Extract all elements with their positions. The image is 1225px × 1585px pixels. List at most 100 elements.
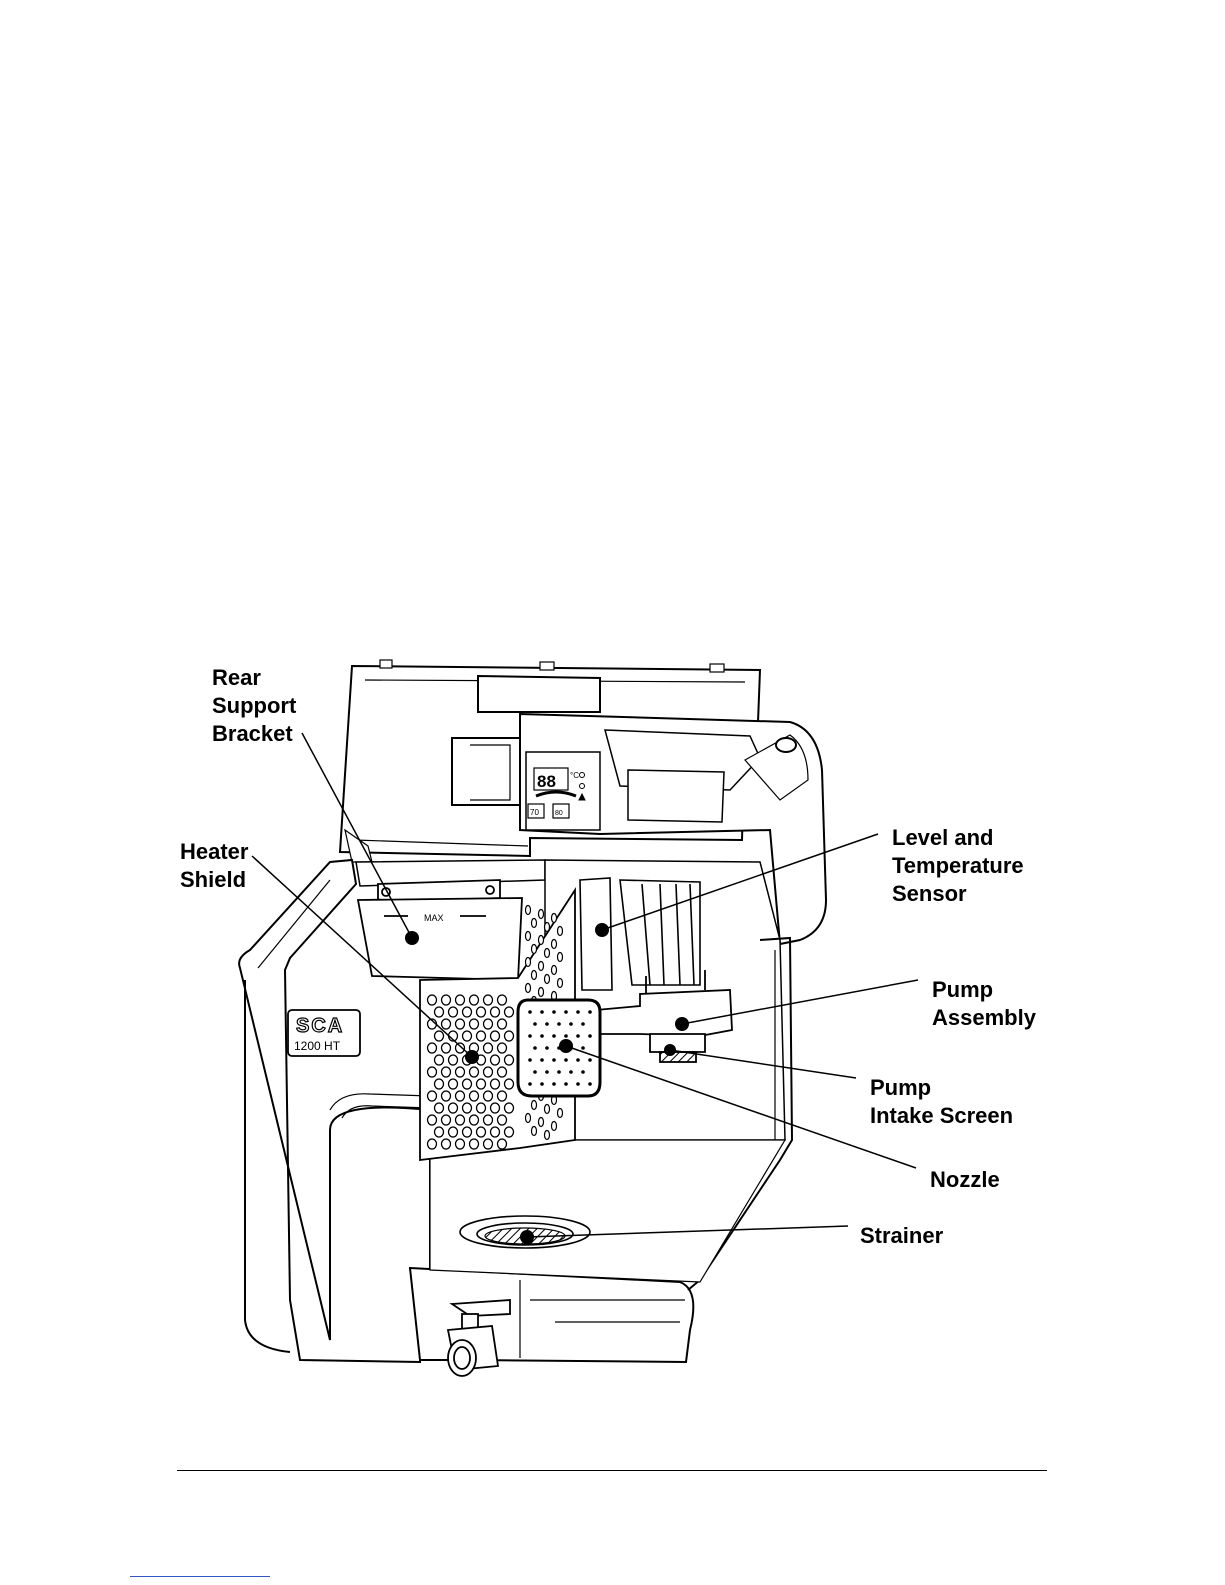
nozzle-hole [564,1082,568,1086]
nozzle-hole [540,1010,544,1014]
perforation-hole [428,1043,437,1053]
dot-pump-assembly [675,1017,689,1031]
dot-rear-support-bracket [405,931,419,945]
nozzle-hole [545,1070,549,1074]
perforation-hole [470,1115,479,1125]
nozzle-hole [576,1034,580,1038]
perforation-hole [526,1114,531,1123]
perforation-hole [545,949,550,958]
perforation-hole [505,1103,514,1113]
nozzle-hole [581,1022,585,1026]
perforation-hole [552,966,557,975]
perforation-hole [558,927,563,936]
perforation-hole [558,979,563,988]
label-pump-assembly: Pump Assembly [932,976,1036,1032]
perforation-hole [505,1079,514,1089]
nozzle-hole [545,1046,549,1050]
perforation-hole [435,1031,444,1041]
perforation-hole [484,995,493,1005]
nozzle-hole [528,1082,532,1086]
footer-link-underline [130,1576,270,1577]
perforation-hole [456,1091,465,1101]
perforation-hole [428,1091,437,1101]
dot-strainer [520,1230,534,1244]
label-nozzle: Nozzle [930,1166,1000,1194]
label-pump-intake-screen: Pump Intake Screen [870,1074,1013,1130]
nozzle-hole [552,1034,556,1038]
perforation-hole [498,995,507,1005]
perforation-hole [470,1067,479,1077]
perforation-hole [552,1122,557,1131]
perforation-hole [484,1115,493,1125]
dot-nozzle [559,1039,573,1053]
perforation-hole [498,1091,507,1101]
perforation-hole [532,945,537,954]
perforation-hole [428,1115,437,1125]
perforation-hole [463,1079,472,1089]
perforation-hole [435,1007,444,1017]
display-digits: 88 [537,772,556,791]
perforation-hole [456,1067,465,1077]
nozzle-hole [540,1082,544,1086]
perforation-hole [449,1079,458,1089]
perforation-hole [539,936,544,945]
perforation-hole [505,1127,514,1137]
nozzle-hole [581,1046,585,1050]
perforation-hole [463,1007,472,1017]
perforation-hole [470,995,479,1005]
nozzle-hole [576,1082,580,1086]
nozzle-hole [533,1070,537,1074]
perforation-hole [442,1091,451,1101]
perforation-hole [449,1103,458,1113]
nozzle-hole [564,1034,568,1038]
perforation-hole [428,1139,437,1149]
perforation-hole [449,1007,458,1017]
perforation-hole [505,1055,514,1065]
nozzle-hole [588,1034,592,1038]
dot-heater-shield [465,1050,479,1064]
perforation-hole [498,1067,507,1077]
nozzle-hole [576,1058,580,1062]
perforation-hole [552,914,557,923]
model-badge-top: SCA [296,1015,344,1037]
perforation-hole [532,1127,537,1136]
perforation-hole [491,1079,500,1089]
perforation-hole [539,1118,544,1127]
perforation-hole [442,1019,451,1029]
nozzle-hole [557,1022,561,1026]
perforation-hole [484,1067,493,1077]
perforation-hole [498,1019,507,1029]
perforation-hole [449,1055,458,1065]
label-heater-shield: Heater Shield [180,838,248,894]
perforation-hole [552,940,557,949]
label-level-and-temperature-sensor: Level and Temperature Sensor [892,824,1024,908]
nozzle-hole [557,1070,561,1074]
perforation-hole [539,962,544,971]
panel-button-left: 70 [530,808,539,817]
perforation-hole [498,1139,507,1149]
model-badge-bottom: 1200 HT [294,1039,341,1053]
perforation-hole [484,1139,493,1149]
nozzle-hole [552,1082,556,1086]
perforation-hole [491,1103,500,1113]
perforation-hole [435,1103,444,1113]
perforation-hole [477,1007,486,1017]
perforation-hole [428,1067,437,1077]
perforation-hole [526,984,531,993]
perforation-hole [505,1031,514,1041]
perforation-hole [477,1127,486,1137]
perforation-hole [463,1031,472,1041]
footer-rule [177,1470,1047,1471]
perforation-hole [435,1127,444,1137]
nozzle-hole [569,1022,573,1026]
perforation-hole [558,953,563,962]
nozzle-hole [588,1010,592,1014]
perforation-hole [484,1019,493,1029]
nozzle-hole [564,1058,568,1062]
perforation-hole [545,923,550,932]
perforation-hole [435,1055,444,1065]
perforation-hole [505,1007,514,1017]
perforation-hole [532,1101,537,1110]
perforation-hole [558,1109,563,1118]
